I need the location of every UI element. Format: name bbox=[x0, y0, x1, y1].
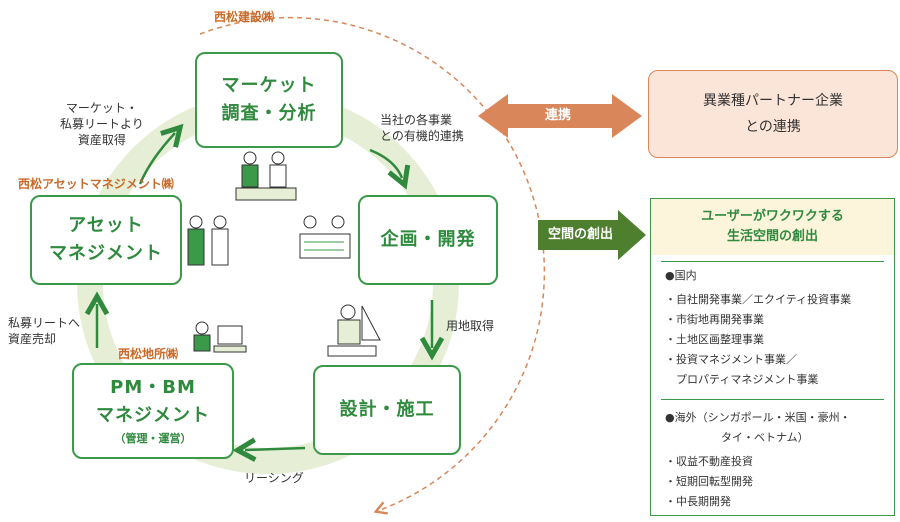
partner-line1: 異業種パートナー企業 bbox=[703, 93, 843, 109]
box-asset-line1: アセット bbox=[68, 215, 144, 236]
collab-arrow-label: 連携 bbox=[545, 108, 572, 123]
box-pm-bm: PM・BM マネジメント （管理・運営） bbox=[72, 363, 234, 459]
box-asset-line2: マネジメント bbox=[49, 243, 163, 264]
domestic-item: ・自社開発事業／エクイティ投資事業 bbox=[665, 293, 852, 306]
construction-scope-arc bbox=[199, 16, 546, 515]
overseas-item: ・中長期開発 bbox=[665, 495, 731, 508]
partner-box: 異業種パートナー企業 との連携 bbox=[648, 70, 898, 158]
box-market-line1: マーケット bbox=[221, 75, 317, 96]
panel-divider-mid bbox=[661, 399, 884, 400]
domestic-item: プロパティマネジメント事業 bbox=[665, 373, 819, 386]
overseas-heading-cont: タイ・ベトナム） bbox=[721, 431, 809, 444]
overseas-heading: ●海外（シンガポール・米国・豪州・ bbox=[665, 411, 851, 424]
label-sale-line2: 資産売却 bbox=[8, 332, 57, 346]
box-pmbm-line2: マネジメント bbox=[96, 405, 210, 426]
domestic-item: ・市街地再開発事業 bbox=[665, 313, 764, 326]
label-acquire-line2: 私募リートより bbox=[60, 117, 144, 131]
domestic-item: ・土地区画整理事業 bbox=[665, 333, 764, 346]
label-synergy: 当社の各事業 との有機的連携 bbox=[380, 112, 464, 144]
label-sale-line1: 私募リートへ bbox=[8, 316, 81, 330]
label-leasing: リーシング bbox=[244, 471, 304, 485]
label-synergy-line1: 当社の各事業 bbox=[380, 113, 453, 127]
people-illustration-asset bbox=[187, 215, 229, 266]
people-illustration-market bbox=[235, 151, 297, 201]
collab-double-arrow bbox=[478, 94, 642, 138]
box-pmbm-sub: （管理・運営） bbox=[114, 432, 192, 445]
box-market-research: マーケット 調査・分析 bbox=[195, 52, 343, 148]
people-illustration-planning bbox=[299, 215, 351, 259]
arrow-asset-to-market bbox=[138, 133, 175, 185]
box-design-label: 設計・施工 bbox=[339, 399, 435, 420]
domestic-item: ・投資マネジメント事業／ bbox=[665, 353, 797, 366]
box-planning: 企画・開発 bbox=[358, 195, 498, 285]
box-market-line2: 調査・分析 bbox=[221, 103, 317, 124]
label-land-acquisition: 用地取得 bbox=[446, 319, 495, 333]
label-asset-acquisition: マーケット・ 私募リートより 資産取得 bbox=[60, 100, 144, 148]
box-design-construction: 設計・施工 bbox=[313, 365, 461, 455]
overseas-item: ・短期回転型開発 bbox=[665, 475, 753, 488]
arrow-market-to-planning bbox=[369, 148, 402, 178]
people-illustration-design bbox=[327, 304, 381, 357]
company-label-asset-management: 西松アセットマネジメント㈱ bbox=[18, 177, 174, 191]
panel-title-line1: ユーザーがワクワクする bbox=[701, 209, 844, 224]
panel-divider-top bbox=[661, 261, 884, 262]
overseas-item: ・収益不動産投資 bbox=[665, 455, 753, 468]
space-arrow bbox=[538, 210, 646, 260]
domestic-heading: ●国内 bbox=[665, 269, 697, 282]
space-creation-panel: ユーザーがワクワクする 生活空間の創出 ●国内 ・自社開発事業／エクイティ投資事… bbox=[650, 198, 895, 516]
company-label-estate: 西松地所㈱ bbox=[118, 347, 179, 361]
label-asset-sale: 私募リートへ 資産売却 bbox=[8, 315, 80, 347]
space-arrow-label: 空間の創出 bbox=[548, 227, 614, 242]
label-acquire-line1: マーケット・ bbox=[65, 101, 138, 115]
panel-title: ユーザーがワクワクする 生活空間の創出 bbox=[651, 199, 894, 255]
box-asset-management: アセット マネジメント bbox=[30, 195, 182, 285]
arrow-design-to-pmbm bbox=[245, 448, 306, 450]
company-label-construction: 西松建設㈱ bbox=[214, 10, 275, 24]
people-illustration-estate bbox=[193, 321, 247, 353]
partner-line2: との連携 bbox=[745, 119, 801, 135]
box-pmbm-line1: PM・BM bbox=[110, 377, 196, 398]
box-planning-label: 企画・開発 bbox=[380, 229, 476, 250]
label-synergy-line2: との有機的連携 bbox=[380, 129, 464, 143]
label-acquire-line3: 資産取得 bbox=[77, 133, 126, 147]
panel-title-line2: 生活空間の創出 bbox=[726, 229, 818, 244]
